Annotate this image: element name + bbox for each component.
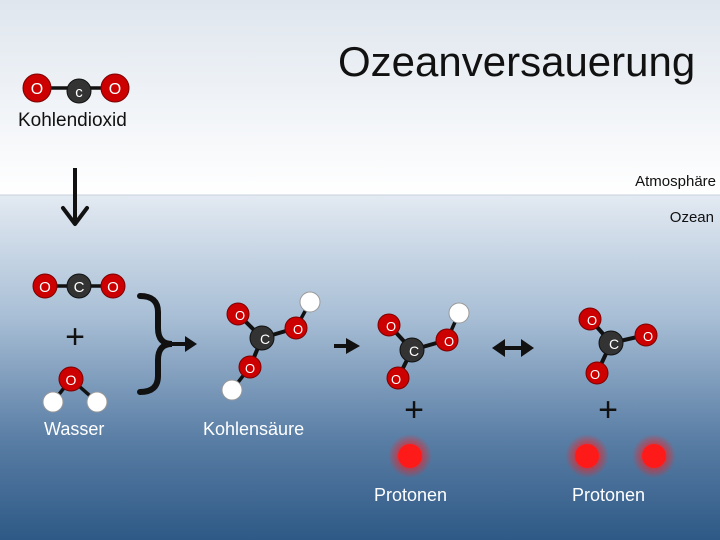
svg-text:C: C <box>609 336 619 352</box>
carbon-atom <box>66 78 92 104</box>
svg-text:O: O <box>66 372 77 388</box>
ocean-label: Ozean <box>669 209 714 226</box>
plus-sign: + <box>65 318 85 356</box>
water-label: Wasser <box>44 419 105 439</box>
svg-text:C: C <box>260 331 270 347</box>
bicarbonate-molecule: O O O C <box>377 302 470 390</box>
oxygen-atom <box>386 366 410 390</box>
svg-text:O: O <box>590 367 600 382</box>
oxygen-atom <box>634 323 658 347</box>
proton <box>632 434 676 478</box>
oxygen-atom <box>226 302 250 326</box>
reaction-arrow <box>334 338 360 354</box>
hydrogen-atom <box>42 391 64 413</box>
oxygen-atom <box>377 313 401 337</box>
oxygen-atom <box>22 73 52 103</box>
oxygen-atom <box>58 366 84 392</box>
proton <box>565 434 609 478</box>
page-title: Ozeanversauerung <box>338 38 696 85</box>
hydrogen-atom <box>448 302 470 324</box>
carbon-atom <box>598 330 624 356</box>
hydrogen-atom <box>299 291 321 313</box>
proton <box>388 434 432 478</box>
oxygen-atom <box>284 316 308 340</box>
carbon-atom <box>399 337 425 363</box>
svg-text:O: O <box>235 308 245 323</box>
svg-text:O: O <box>391 372 401 387</box>
svg-text:O: O <box>107 279 119 296</box>
oxygen-atom <box>435 328 459 352</box>
oxygen-atom <box>585 361 609 385</box>
svg-text:C: C <box>74 279 85 296</box>
plus-sign: + <box>598 391 618 429</box>
plus-sign: + <box>404 391 424 429</box>
dissolution-arrow <box>61 168 89 226</box>
hydrogen-atom <box>221 379 243 401</box>
oxygen-atom <box>578 307 602 331</box>
svg-text:O: O <box>39 279 51 296</box>
carbon-atom <box>66 273 92 299</box>
svg-text:O: O <box>587 313 597 328</box>
oxygen-atom <box>100 273 126 299</box>
carbonate-molecule: O O O C <box>578 307 658 385</box>
co2-label: Kohlendioxid <box>18 110 127 131</box>
combine-brace-arrow <box>137 293 197 395</box>
svg-text:O: O <box>444 334 454 349</box>
co2-molecule-ocean: O C O <box>32 273 126 299</box>
carbonic-acid-label: Kohlensäure <box>203 419 305 439</box>
svg-text:c: c <box>75 84 83 101</box>
svg-text:O: O <box>109 81 121 98</box>
co2-molecule-atmosphere: O c O <box>22 73 130 104</box>
svg-text:C: C <box>409 343 419 359</box>
svg-text:O: O <box>245 361 255 376</box>
protons-label: Protonen <box>572 485 646 505</box>
carbon-atom <box>249 325 275 351</box>
svg-text:O: O <box>386 319 396 334</box>
atmosphere-label: Atmosphäre <box>635 173 716 190</box>
svg-text:O: O <box>643 329 653 344</box>
svg-text:O: O <box>31 81 43 98</box>
oxygen-atom <box>32 273 58 299</box>
carbonic-acid-molecule: O O O C <box>221 291 321 401</box>
hydrogen-atom <box>86 391 108 413</box>
equilibrium-arrow <box>492 339 534 357</box>
protons-label: Protonen <box>374 485 448 505</box>
water-molecule: O <box>42 366 108 413</box>
oxygen-atom <box>238 355 262 379</box>
svg-text:O: O <box>293 322 303 337</box>
oxygen-atom <box>100 73 130 103</box>
